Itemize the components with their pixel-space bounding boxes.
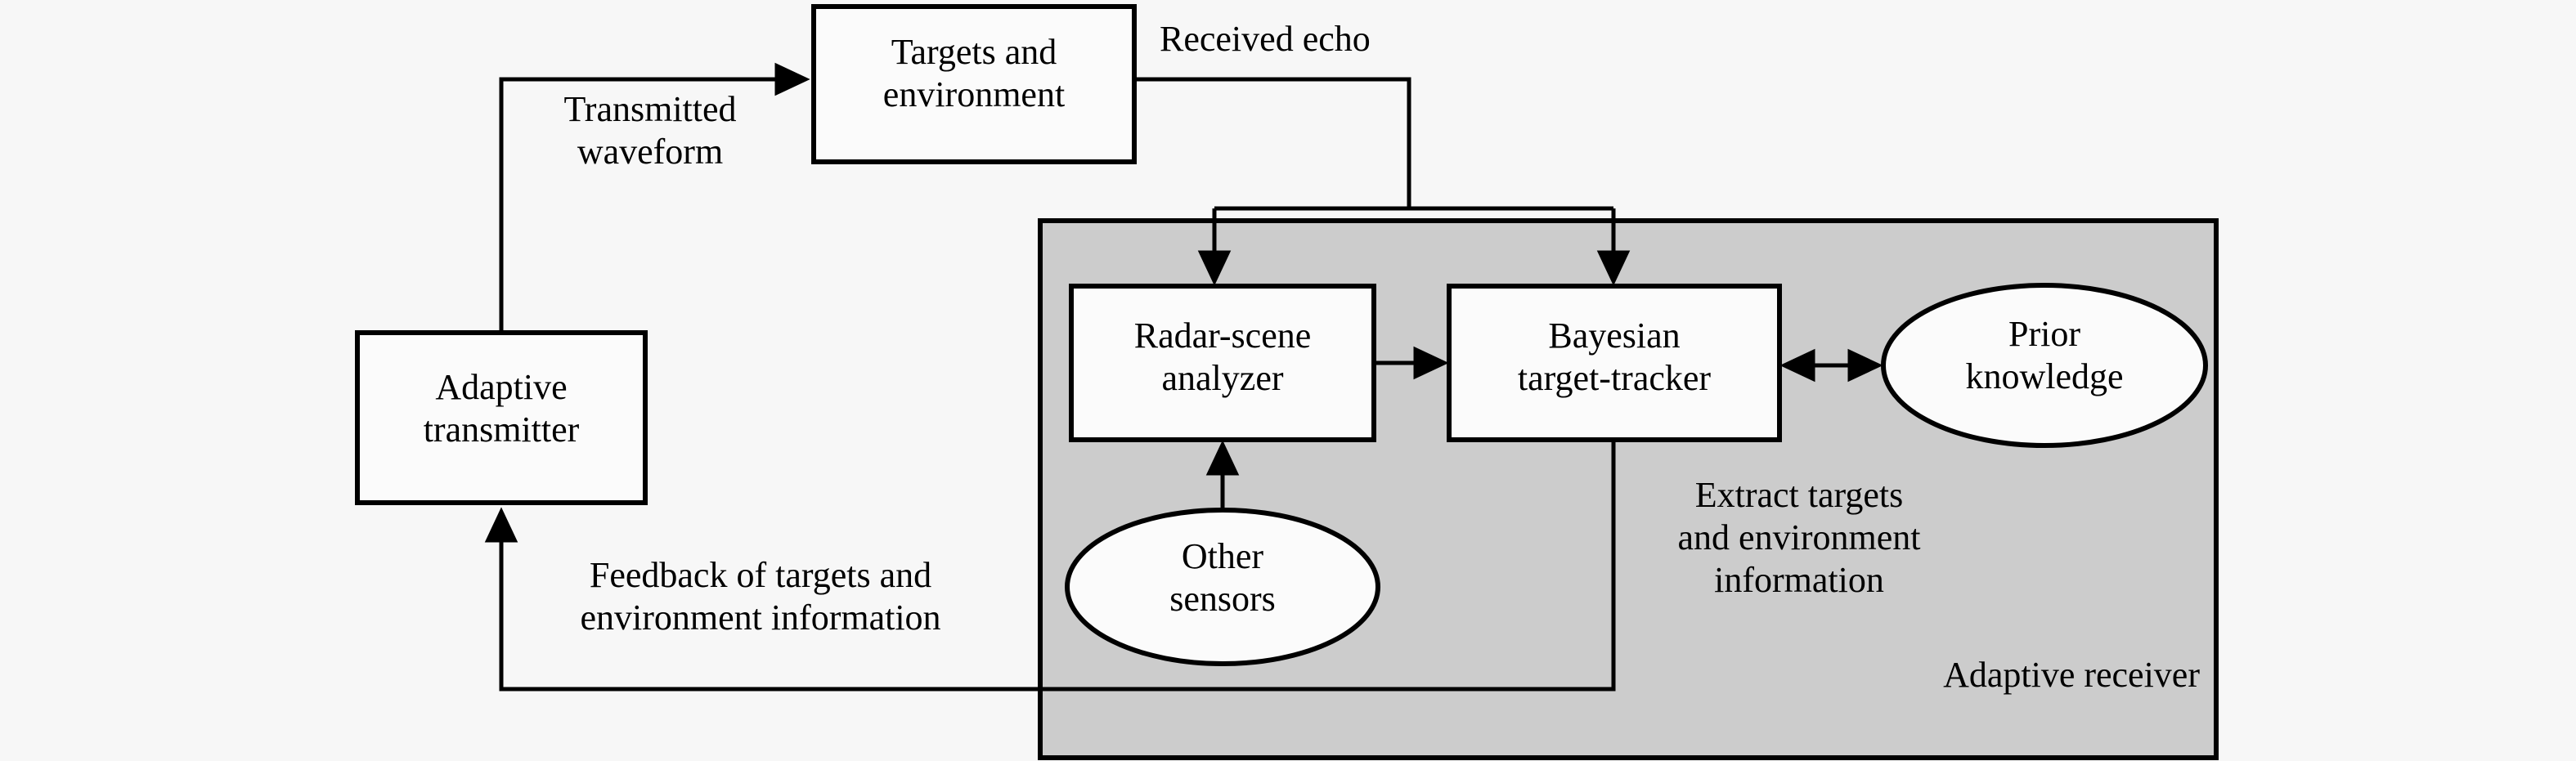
edge-label-extract-targets: Extract targets and environment informat… <box>1677 475 1921 600</box>
container-label-adaptive-receiver: Adaptive receiver <box>1943 655 2200 695</box>
node-other-sensors[interactable] <box>1065 508 1380 666</box>
hit-adaptive-transmitter[interactable] <box>357 333 645 503</box>
hit-radar-scene-analyzer[interactable] <box>1071 286 1374 440</box>
hit-bayesian-target-tracker[interactable] <box>1449 286 1779 440</box>
node-bayesian-target-tracker[interactable] <box>1447 284 1782 442</box>
node-radar-scene-analyzer[interactable] <box>1069 284 1376 442</box>
hit-prior-knowledge[interactable] <box>1883 285 2206 445</box>
edge-label-transmitted-waveform: Transmitted waveform <box>563 89 737 172</box>
edge-transmitter-to-targets <box>499 62 810 333</box>
hit-targets-and-environment[interactable] <box>814 7 1134 162</box>
hit-other-sensors[interactable] <box>1067 510 1378 664</box>
node-adaptive-transmitter[interactable] <box>355 330 648 505</box>
edge-feedback-to-transmitter <box>484 440 1616 692</box>
node-prior-knowledge[interactable] <box>1881 283 2208 448</box>
edge-label-feedback-of-targets: Feedback of targets and environment info… <box>580 555 941 638</box>
edge-received-echo-trunk <box>1134 77 1411 208</box>
node-targets-and-environment[interactable] <box>811 4 1137 164</box>
edge-label-received-echo: Received echo <box>1160 19 1371 59</box>
